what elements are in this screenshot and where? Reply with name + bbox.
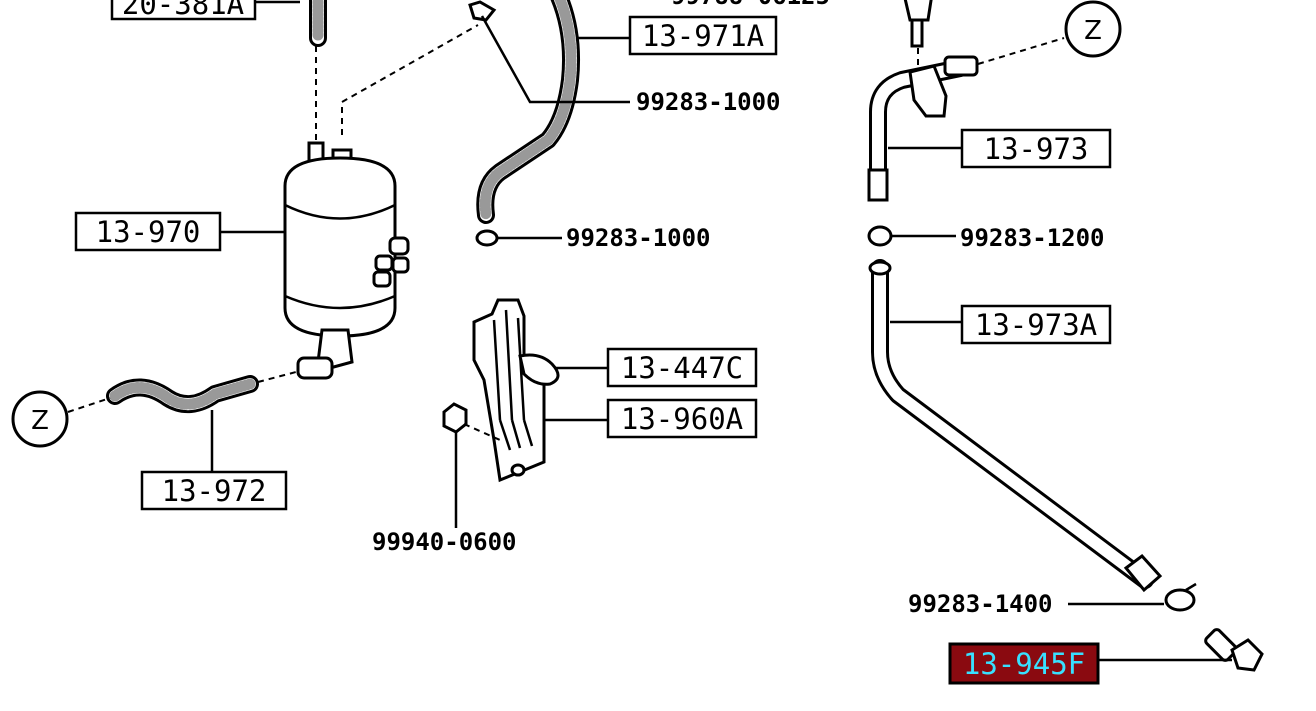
label-text-20-381a: 20-381A <box>122 0 244 21</box>
connector-z-right: Z <box>1064 0 1122 58</box>
dash-canister-top-right <box>341 24 479 135</box>
connector-z-left-text: Z <box>31 406 49 436</box>
part-number-99283-1000-upper: 99283-1000 <box>636 88 781 116</box>
canister-part <box>283 141 410 380</box>
pipe-13-973 <box>867 55 979 202</box>
dash-hose-canister <box>257 371 297 383</box>
label-box-13-973[interactable]: 13-973 <box>960 128 1112 169</box>
part-number-99283-1400: 99283-1400 <box>908 590 1053 618</box>
part-number-99283-1200: 99283-1200 <box>960 224 1105 252</box>
bracket-clip-part <box>518 353 560 386</box>
label-box-13-447c[interactable]: 13-447C <box>606 347 758 388</box>
dash-hose-z <box>67 397 111 413</box>
clamp-top-clip <box>468 0 497 22</box>
label-box-13-970[interactable]: 13-970 <box>74 211 222 252</box>
nut-99940-0600 <box>442 402 468 434</box>
label-text-13-973: 13-973 <box>984 132 1089 166</box>
label-box-20-381a[interactable]: 20-381A <box>110 0 257 21</box>
label-box-13-945f-highlighted[interactable]: 13-945F <box>948 642 1100 685</box>
label-box-13-971a[interactable]: 13-971A <box>628 15 778 56</box>
part-number-99940-0600: 99940-0600 <box>372 528 517 556</box>
label-text-13-447c: 13-447C <box>621 351 743 385</box>
label-text-13-973a: 13-973A <box>975 308 1097 342</box>
clamp-99283-1000-lower <box>475 229 499 247</box>
clamp-99283-1400 <box>1164 582 1197 612</box>
label-text-13-960a: 13-960A <box>621 402 743 436</box>
clamp-99283-1200 <box>867 225 893 247</box>
fitting-13-945f-part <box>1204 628 1264 672</box>
label-text-13-945f: 13-945F <box>963 647 1085 681</box>
hose-13-972 <box>106 375 259 413</box>
part-number-99283-1000-lower: 99283-1000 <box>566 224 711 252</box>
label-box-13-973a[interactable]: 13-973A <box>960 304 1112 345</box>
hose-13-971a <box>476 0 581 224</box>
label-text-13-970: 13-970 <box>96 215 201 249</box>
leader-99283-1000-upper <box>480 15 630 104</box>
label-box-13-960a[interactable]: 13-960A <box>606 398 758 439</box>
connector-z-left: Z <box>11 390 69 448</box>
bracket-part <box>472 298 546 483</box>
dash-pipe-z <box>977 37 1065 65</box>
pipe-13-973a <box>868 259 1163 593</box>
label-text-13-972: 13-972 <box>162 474 267 508</box>
bolt-top-right <box>903 0 933 48</box>
connector-z-right-text: Z <box>1084 16 1102 46</box>
label-text-13-971a: 13-971A <box>642 19 764 53</box>
label-box-13-972[interactable]: 13-972 <box>140 470 288 511</box>
part-number-top-partial: 99788-06125 <box>671 0 830 10</box>
